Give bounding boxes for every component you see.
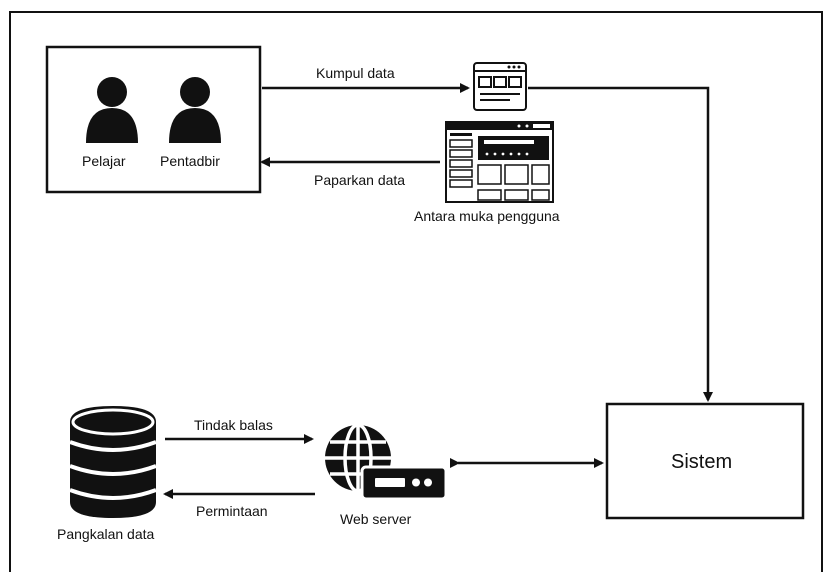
request-label: Permintaan bbox=[196, 503, 268, 519]
admin-icon bbox=[169, 77, 221, 143]
admin-label: Pentadbir bbox=[160, 153, 220, 169]
database-label: Pangkalan data bbox=[57, 526, 155, 542]
system-box bbox=[605, 402, 805, 520]
response-label: Tindak balas bbox=[194, 417, 273, 433]
student-label: Pelajar bbox=[82, 153, 126, 169]
system-label: Sistem bbox=[671, 451, 733, 473]
web-server-icon bbox=[325, 423, 448, 501]
form-icon bbox=[473, 62, 527, 111]
ui-label: Antara muka pengguna bbox=[414, 208, 560, 224]
display-data-label: Paparkan data bbox=[314, 172, 406, 188]
web-server-label: Web server bbox=[340, 511, 412, 527]
ui-to-system-arrow bbox=[528, 86, 713, 402]
diagram-frame bbox=[9, 11, 823, 572]
student-icon bbox=[86, 77, 138, 143]
web-ui-icon bbox=[445, 121, 554, 203]
database-icon bbox=[69, 406, 157, 518]
collect-data-label: Kumpul data bbox=[316, 65, 395, 81]
users-box bbox=[45, 45, 262, 194]
